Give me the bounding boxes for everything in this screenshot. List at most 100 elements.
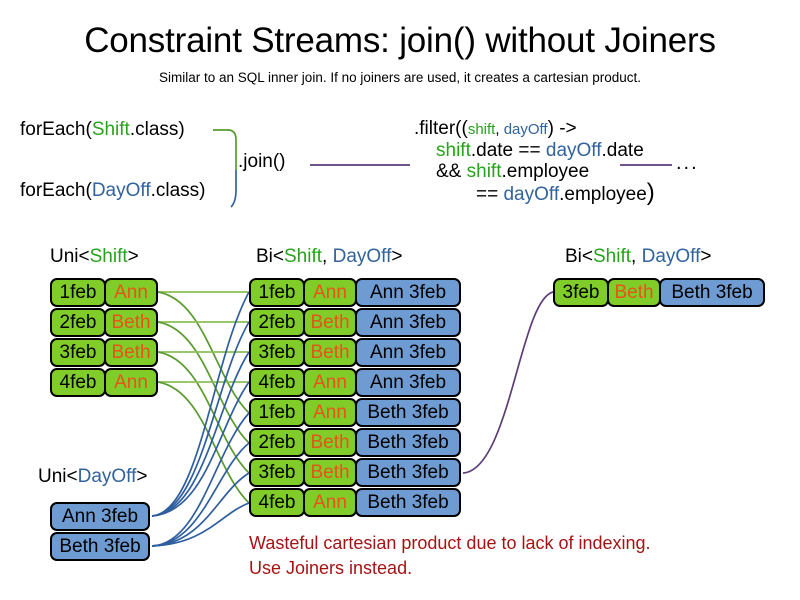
bi-mid-suffix: > (391, 246, 403, 267)
foreach-dayoff-type: DayOff (91, 180, 151, 201)
tuple-cell-dayoff: Beth 3feb (355, 458, 461, 487)
uni-dayoff-type: DayOff (77, 466, 137, 487)
tuple-cell-employee: Beth (303, 458, 357, 487)
tuple-cell-dayoff: Ann 3feb (355, 308, 461, 337)
uni-dayoff-prefix: Uni< (38, 466, 78, 487)
tuple-row: Beth 3feb (50, 532, 150, 561)
tuple-cell-dayoff: Ann 3feb (355, 278, 461, 307)
code-filter-block: .filter((shift, dayOff) -> shift.date ==… (414, 118, 655, 205)
tuple-cell-employee: Ann (104, 278, 158, 307)
tuple-row: Ann 3feb (50, 502, 150, 531)
tuple-cell-dayoff: Ann 3feb (355, 338, 461, 367)
filter-l4-eq: == (476, 184, 504, 205)
filter-arrow: ) -> (547, 118, 577, 139)
filter-line-2: shift.date == dayOff.date (414, 140, 655, 161)
filter-line-1: .filter((shift, dayOff) -> (414, 118, 655, 140)
warning-line-2: Use Joiners instead. (249, 558, 413, 578)
tuple-cell-date: 3feb (249, 338, 305, 367)
bi-right-sep: , (631, 246, 642, 267)
tuple-cell-employee: Beth (303, 338, 357, 367)
tuple-cell-employee: Beth (607, 278, 661, 307)
tuple-cell-employee: Ann (303, 398, 357, 427)
tuple-cell-date: 1feb (249, 278, 305, 307)
tuple-cell-dayoff: Beth 3feb (659, 278, 765, 307)
filter-param-shift: shift (467, 121, 496, 138)
page-subtitle: Similar to an SQL inner join. If no join… (159, 70, 641, 85)
tuple-cell-employee: Beth (303, 308, 357, 337)
bi-mid-type-a: Shift (284, 246, 323, 267)
foreach-dayoff-suffix: .class) (150, 180, 206, 201)
filter-l2-mid: .date == (470, 140, 546, 161)
bi-mid-sep: , (322, 246, 333, 267)
tuple-cell-date: 2feb (50, 308, 106, 337)
tuple-cell-dayoff: Beth 3feb (355, 428, 461, 457)
filter-line-3: && shift.employee (414, 161, 655, 182)
tuple-cell-employee: Ann (104, 368, 158, 397)
stream-header-bi-middle: Bi<Shift, DayOff> (256, 246, 402, 268)
filter-close-paren: ) (646, 179, 655, 206)
tuple-cell-employee: Beth (303, 428, 357, 457)
tuple-cell-date: 1feb (249, 398, 305, 427)
code-foreach-shift: forEach(Shift.class) (20, 119, 185, 141)
tuple-cell-dayoff: Beth 3feb (50, 532, 150, 561)
code-ellipsis: ... (676, 152, 699, 174)
bi-mid-prefix: Bi< (256, 246, 284, 267)
tuple-cell-date: 1feb (50, 278, 106, 307)
filter-l4-dayoff: dayOff (503, 184, 560, 205)
tuple-cell-employee: Beth (104, 338, 158, 367)
tuple-cell-employee: Ann (303, 488, 357, 517)
bi-right-prefix: Bi< (565, 246, 593, 267)
tuple-cell-dayoff: Beth 3feb (355, 398, 461, 427)
code-foreach-dayoff: forEach(DayOff.class) (20, 180, 206, 202)
warning-note: Wasteful cartesian product due to lack o… (249, 531, 651, 581)
tuple-cell-employee: Beth (104, 308, 158, 337)
foreach-shift-prefix: forEach( (20, 119, 92, 140)
filter-open: .filter(( (414, 118, 468, 139)
foreach-dayoff-prefix: forEach( (20, 180, 92, 201)
filter-l3-shift: shift (466, 161, 502, 182)
bi-right-type-b: DayOff (641, 246, 701, 267)
filter-line-4: == dayOff.employee) (414, 179, 655, 206)
foreach-shift-type: Shift (91, 119, 130, 140)
bi-right-suffix: > (700, 246, 712, 267)
filter-l3-and: && (436, 161, 467, 182)
uni-shift-type: Shift (89, 246, 128, 267)
tuple-cell-dayoff: Ann 3feb (355, 368, 461, 397)
filter-l2-end: .date (601, 140, 644, 161)
uni-dayoff-suffix: > (136, 466, 148, 487)
stream-header-uni-shift: Uni<Shift> (50, 246, 139, 268)
tuple-cell-dayoff: Beth 3feb (355, 488, 461, 517)
tuple-cell-date: 4feb (249, 368, 305, 397)
bi-right-type-a: Shift (593, 246, 632, 267)
tuple-cell-date: 4feb (249, 488, 305, 517)
uni-shift-suffix: > (127, 246, 139, 267)
bi-mid-type-b: DayOff (332, 246, 392, 267)
warning-line-1: Wasteful cartesian product due to lack o… (249, 533, 651, 553)
tuple-cell-dayoff: Ann 3feb (50, 502, 150, 531)
tuple-cell-date: 4feb (50, 368, 106, 397)
foreach-shift-suffix: .class) (129, 119, 185, 140)
uni-shift-prefix: Uni< (50, 246, 90, 267)
filter-l3-end: .employee (501, 161, 590, 182)
filter-l2-shift: shift (436, 140, 471, 161)
tuple-cell-date: 3feb (249, 458, 305, 487)
code-join-call: .join() (238, 151, 286, 172)
filter-l4-end: .employee (559, 184, 647, 205)
page-title: Constraint Streams: join() without Joine… (84, 21, 716, 60)
stream-header-uni-dayoff: Uni<DayOff> (38, 466, 148, 488)
tuple-cell-date: 2feb (249, 308, 305, 337)
tuple-cell-date: 3feb (50, 338, 106, 367)
